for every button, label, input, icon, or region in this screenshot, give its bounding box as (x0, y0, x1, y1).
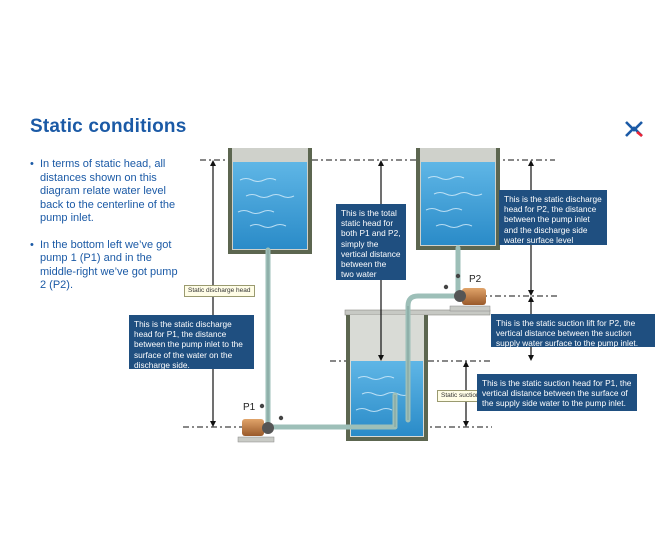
callout-p2-discharge: This is the static discharge head for P2… (499, 190, 607, 245)
right-discharge-tank (416, 148, 500, 250)
bullet-static-head: In terms of static head, all distances s… (30, 158, 180, 226)
p1-label: P1 (243, 402, 256, 413)
static-discharge-head-tag: Static discharge head (184, 285, 255, 297)
slide-title: Static conditions (30, 116, 187, 137)
brand-logo-icon (625, 121, 643, 138)
p2-suction-pipe (405, 293, 465, 423)
bullet-pumps: In the bottom left we’ve got pump 1 (P1)… (30, 239, 180, 293)
left-discharge-tank (228, 148, 312, 254)
callout-p1-discharge: This is the static discharge head for P1… (129, 315, 254, 370)
pump-p2 (443, 273, 491, 312)
callout-p1-suction-head: This is the static suction head for P1, … (477, 374, 637, 411)
supply-tank (346, 315, 428, 441)
p2-label: P2 (469, 274, 482, 285)
pump-p1 (237, 403, 284, 443)
callout-total-head: This is the total static head for both P… (336, 204, 406, 289)
bullet-list: In terms of static head, all distances s… (30, 158, 180, 306)
callout-p2-suction-lift: This is the static suction lift for P2, … (491, 314, 655, 348)
